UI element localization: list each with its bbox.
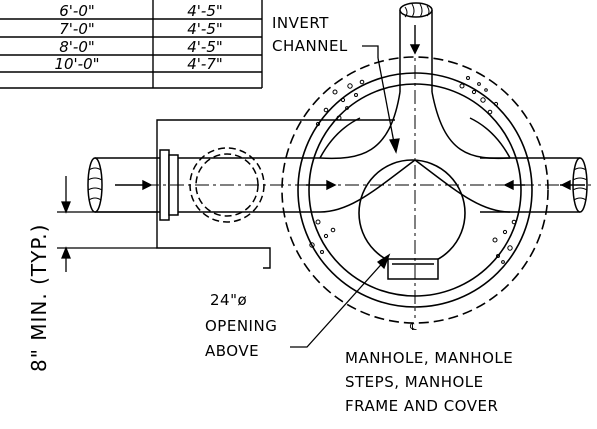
table-cell-depth: 10'-0" (54, 55, 99, 73)
label-invert-channel-line1: INVERT (272, 14, 329, 32)
table-cell-dim: 4'-5" (187, 2, 223, 20)
leader-lines (290, 45, 400, 348)
label-manhole-line3: FRAME AND COVER (345, 397, 498, 415)
label-opening-line1: 24"ø (210, 291, 247, 309)
base-slab-outline (156, 119, 395, 269)
label-manhole-line2: STEPS, MANHOLE (345, 373, 484, 391)
min-dimension (57, 176, 157, 272)
label-min-typ: 8" MIN. (TYP.) (27, 224, 51, 372)
label-manhole-line1: MANHOLE, MANHOLE (345, 349, 513, 367)
table-cell-dim: 4'-7" (187, 55, 223, 73)
table-cell-depth: 8'-0" (59, 38, 95, 56)
label-opening-line2: OPENING (205, 317, 277, 335)
table-col-depth: 6'-0" 7'-0" 8'-0" 10'-0" (54, 2, 99, 73)
manhole-outer-wall (281, 56, 549, 324)
table-cell-depth: 6'-0" (59, 2, 95, 20)
table-col-dim: 4'-5" 4'-5" 4'-5" 4'-7" (187, 2, 223, 73)
table-cell-dim: 4'-5" (187, 38, 223, 56)
table-cell-depth: 7'-0" (59, 20, 95, 38)
label-opening-line3: ABOVE (205, 342, 259, 360)
table-cell-dim: 4'-5" (187, 20, 223, 38)
dimension-table (0, 0, 263, 89)
centerline-symbol: ℄ (409, 322, 417, 333)
invert-channel-shapes (319, 91, 511, 213)
flow-arrows (115, 25, 585, 191)
lower-opening (358, 159, 466, 267)
concrete-stipple (309, 76, 517, 264)
manhole-step (387, 258, 439, 280)
label-invert-channel-line2: CHANNEL (272, 37, 348, 55)
inlet-pipe-top (399, 2, 433, 92)
